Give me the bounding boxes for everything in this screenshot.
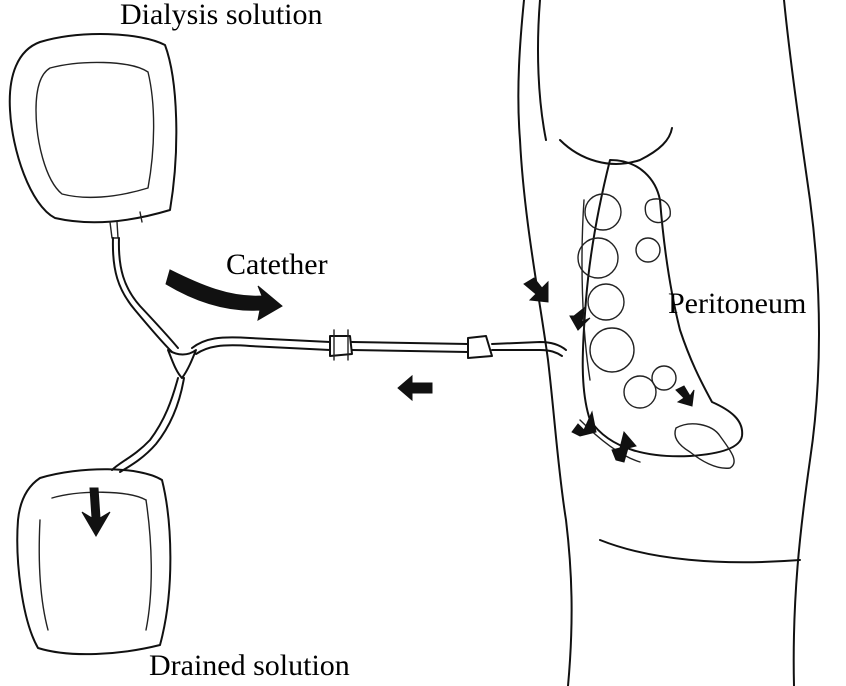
abdomen-outline <box>518 0 819 686</box>
drained-solution-bag <box>17 469 170 654</box>
y-junction <box>168 350 196 378</box>
drained-solution-label: Drained solution <box>149 651 350 681</box>
dialysis-solution-bag <box>10 34 177 238</box>
catheter-line <box>192 330 566 360</box>
drain-tubing <box>112 378 184 472</box>
supply-tubing <box>113 238 178 352</box>
catheter-label: Catether <box>226 250 328 280</box>
peritoneum-label: Peritoneum <box>668 289 806 319</box>
dialysis-solution-label: Dialysis solution <box>120 0 323 30</box>
drain-flow-arrow <box>398 376 432 400</box>
